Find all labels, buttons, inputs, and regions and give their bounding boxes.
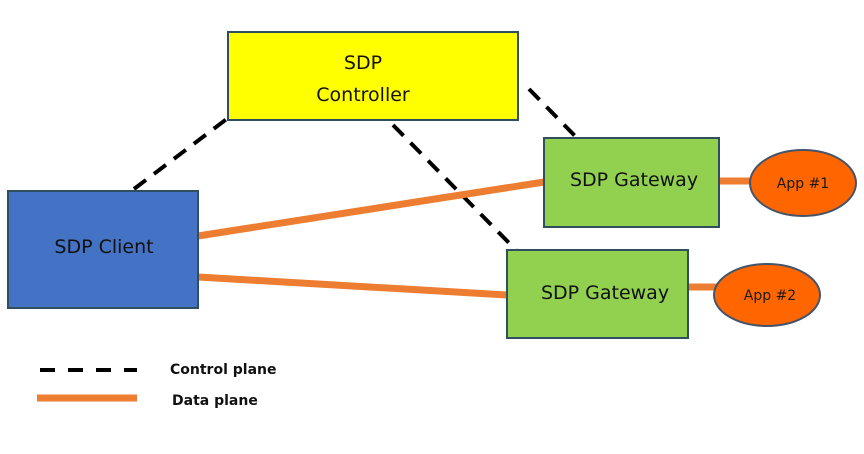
legend-data-plane-label: Data plane <box>172 393 258 409</box>
control-link-controller-gateway1 <box>527 87 579 140</box>
sdp-client-node[interactable]: SDP Client <box>7 190 199 309</box>
controller-label-line2: Controller <box>316 84 410 106</box>
data-link-client-gateway2 <box>197 273 508 299</box>
control-link-controller-gateway2 <box>391 123 518 252</box>
app1-label: App #1 <box>777 176 829 192</box>
sdp-gateway-1-node[interactable]: SDP Gateway <box>543 137 720 228</box>
gateway2-label: SDP Gateway <box>541 282 669 304</box>
sdp-gateway-2-node[interactable]: SDP Gateway <box>506 249 689 339</box>
gateway1-label: SDP Gateway <box>570 169 698 191</box>
control-link-client-controller <box>132 116 230 191</box>
sdp-controller-node[interactable]: SDP Controller <box>227 31 519 121</box>
legend: Control plane Data plane <box>37 362 276 409</box>
legend-control-plane-label: Control plane <box>170 362 276 378</box>
client-label: SDP Client <box>54 236 153 258</box>
data-link-client-gateway1 <box>197 178 545 240</box>
controller-label-line1: SDP <box>344 52 382 74</box>
app-2-node[interactable]: App #2 <box>713 263 821 327</box>
app-1-node[interactable]: App #1 <box>749 149 857 217</box>
app2-label: App #2 <box>744 288 796 304</box>
